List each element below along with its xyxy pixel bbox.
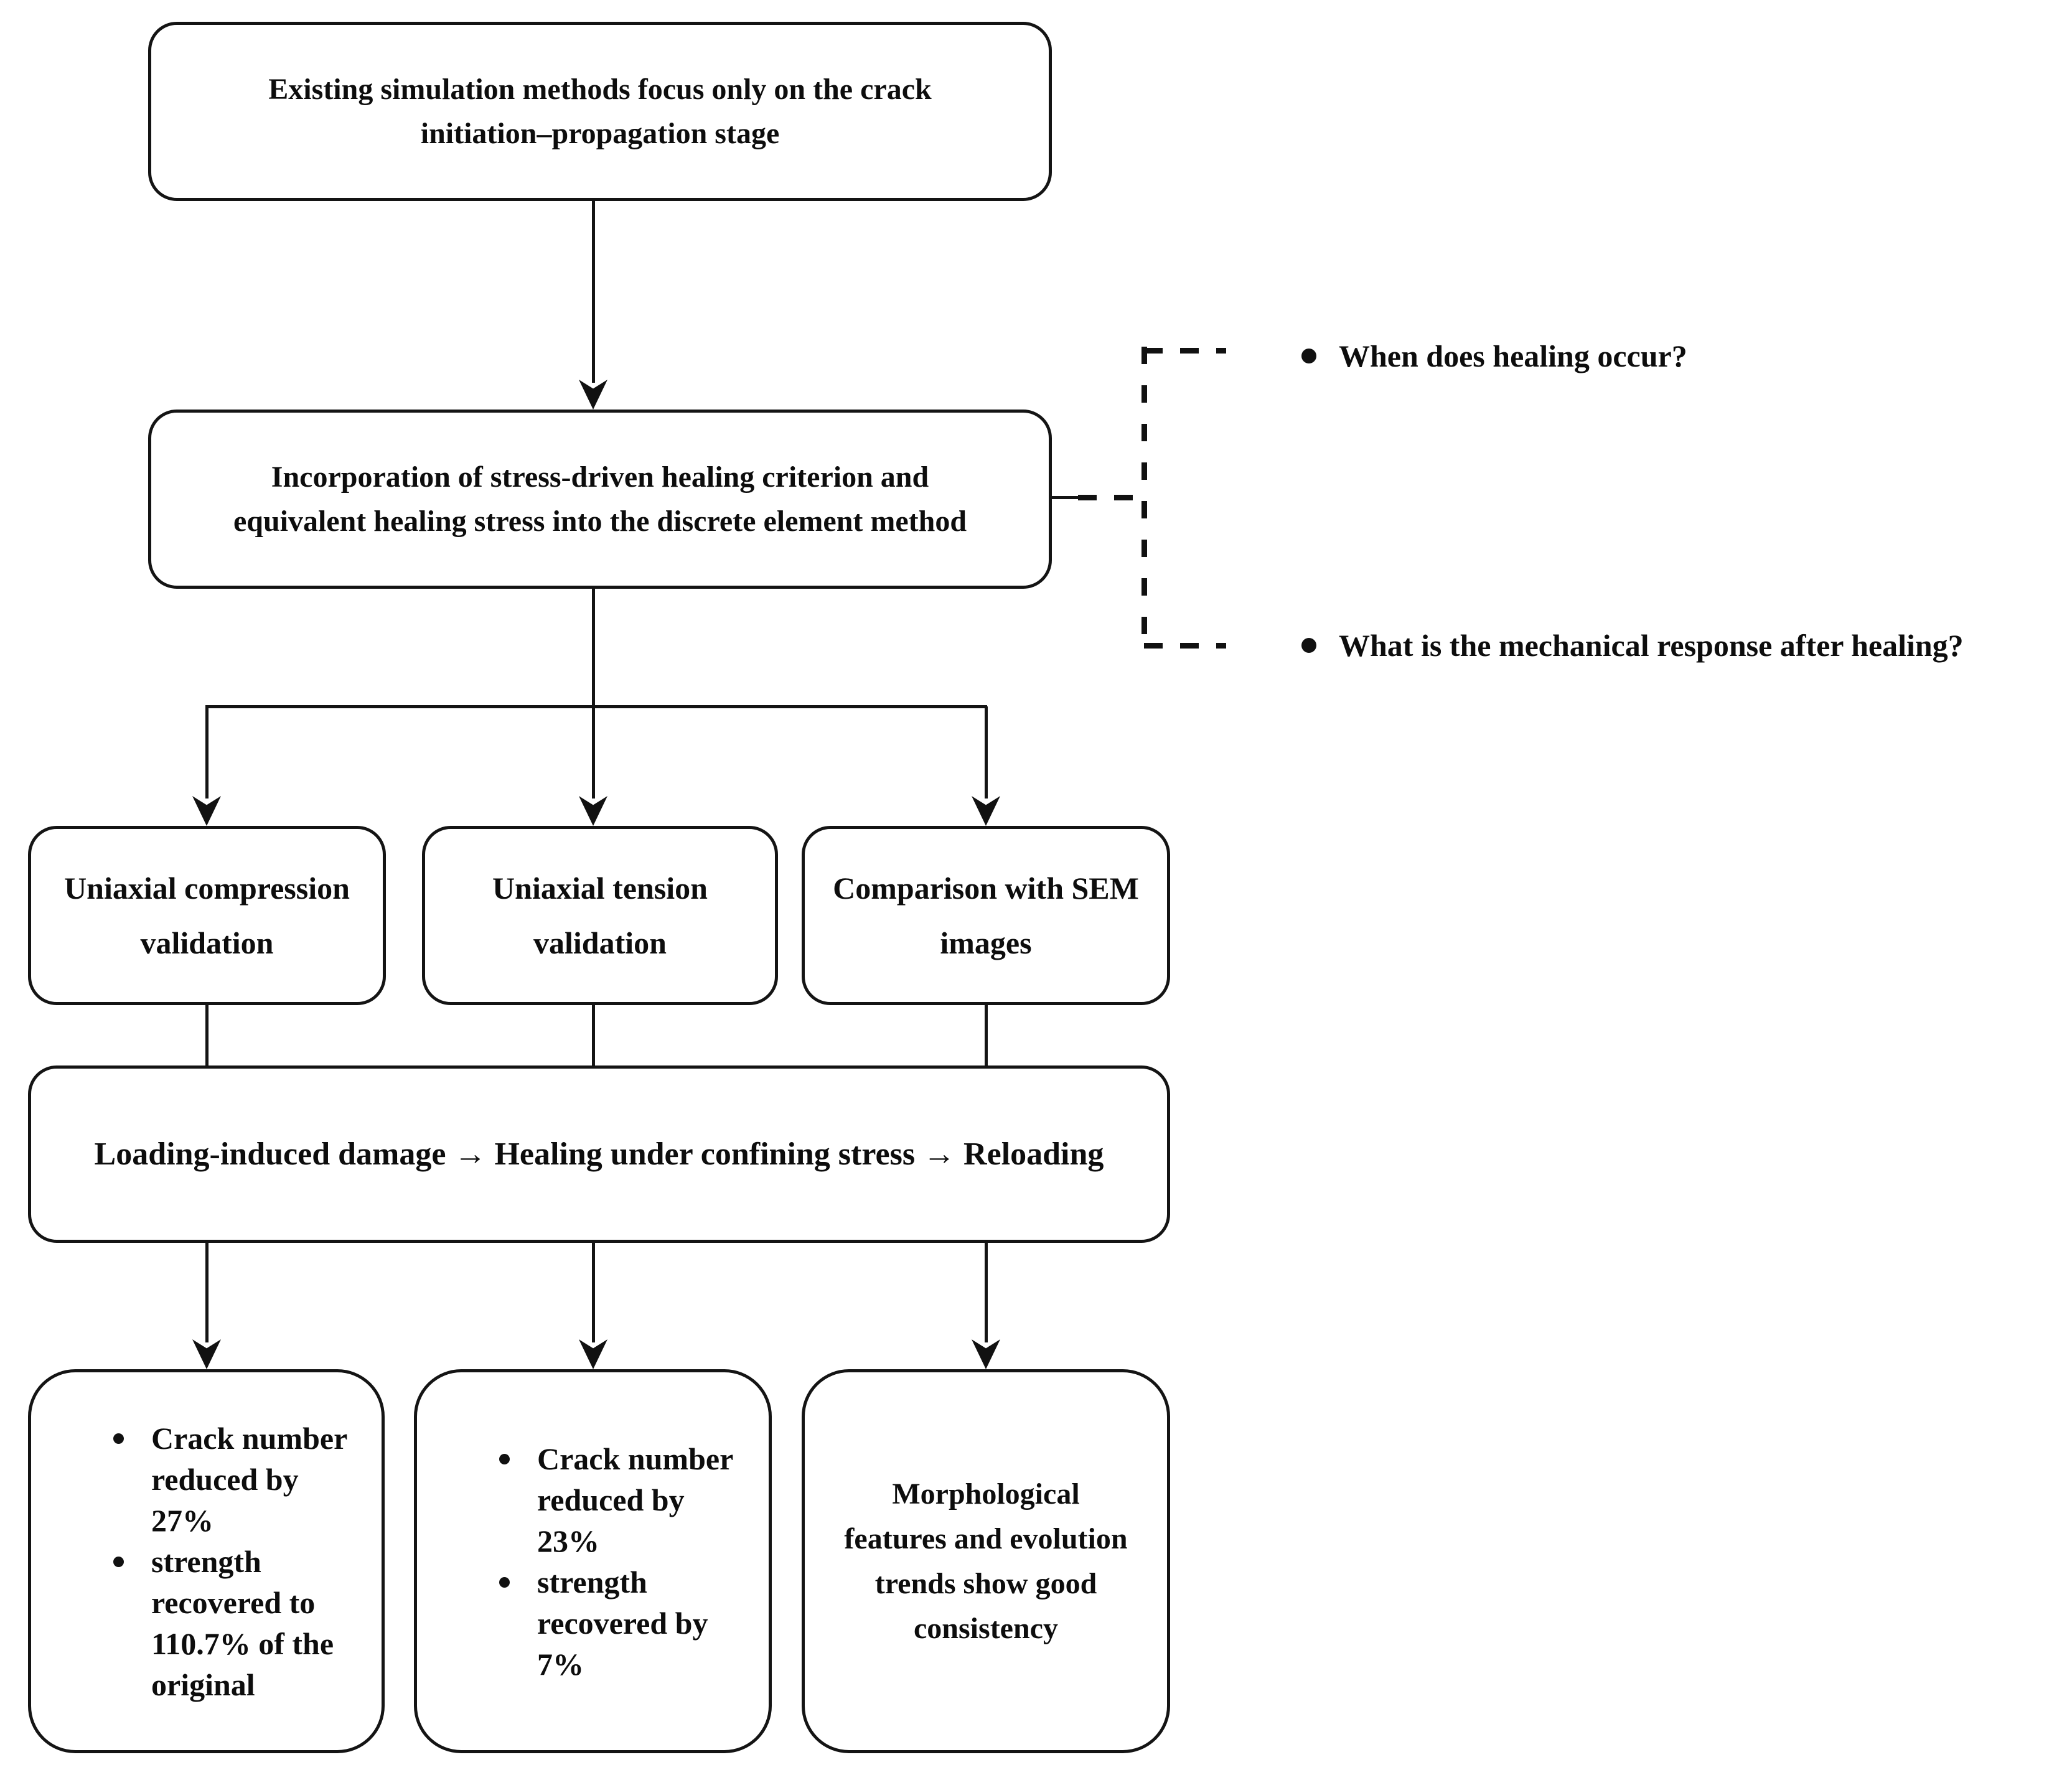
connector-tension-to-process <box>592 1005 595 1067</box>
node-text-line: validation <box>140 925 274 960</box>
bullet-text-line: recovered by <box>537 1605 708 1641</box>
bullet-text: strength recovered to 110.7% of the orig… <box>151 1541 334 1705</box>
bullet-text-line: strength <box>537 1564 647 1599</box>
bullet-text: strength recovered by 7% <box>537 1562 708 1685</box>
bullet-text: Crack number reduced by 27% <box>151 1418 347 1541</box>
node-text-line: Uniaxial tension <box>492 871 708 906</box>
dashed-connector-horizontal <box>1078 495 1144 500</box>
bullet-list: Crack number reduced by 23% strength rec… <box>417 1438 733 1685</box>
node-text: Incorporation of stress-driven healing c… <box>151 455 1049 543</box>
question-text: When does healing occur? <box>1339 339 1687 373</box>
node-text-line: trends show good <box>874 1567 1097 1600</box>
node-text-line: consistency <box>914 1611 1058 1645</box>
bullet-text-line: recovered to <box>151 1585 316 1620</box>
arrowhead-icon <box>192 796 221 826</box>
list-item: Crack number reduced by 27% <box>113 1418 347 1541</box>
dashed-bracket-top <box>1144 348 1226 354</box>
bullet-text-line: strength <box>151 1543 261 1579</box>
connector-existing-to-method <box>592 201 595 383</box>
node-text-line: features and evolution <box>844 1522 1128 1555</box>
node-result-sem-consistency: Morphological features and evolution tre… <box>802 1369 1170 1753</box>
node-text-line: initiation–propagation stage <box>420 117 780 150</box>
bullet-text-line: reduced by <box>151 1461 299 1497</box>
bullet-text-line: 27% <box>151 1502 213 1538</box>
connector-branch-to-tension <box>592 706 595 799</box>
node-sem-comparison: Comparison with SEM images <box>802 826 1170 1005</box>
node-text: Loading-induced damage → Healing under c… <box>31 1136 1167 1173</box>
bullet-dot-icon <box>113 1556 124 1567</box>
arrowhead-icon <box>579 796 607 826</box>
node-text: Morphological features and evolution tre… <box>805 1472 1167 1651</box>
bullet-text-line: 110.7% of the <box>151 1626 334 1661</box>
connector-process-to-result-sem <box>985 1243 988 1342</box>
bullet-list: Crack number reduced by 27% strength rec… <box>31 1418 347 1705</box>
branch-line <box>205 705 987 708</box>
dashed-bracket-bottom <box>1144 643 1226 649</box>
bullet-text-line: original <box>151 1667 255 1702</box>
node-uniaxial-compression-validation: Uniaxial compression validation <box>28 826 386 1005</box>
node-text: Existing simulation methods focus only o… <box>151 67 1049 156</box>
connector-branch-to-sem <box>985 706 988 799</box>
connector-compression-to-process <box>205 1005 209 1067</box>
bullet-dot-icon <box>499 1576 510 1588</box>
node-existing-simulation-methods: Existing simulation methods focus only o… <box>148 22 1052 201</box>
arrowhead-icon <box>972 1339 1000 1369</box>
connector-method-to-branch <box>592 589 595 706</box>
node-uniaxial-tension-validation: Uniaxial tension validation <box>422 826 778 1005</box>
node-text-line: Loading-induced damage → Healing under c… <box>94 1136 1104 1172</box>
question-text: What is the mechanical response after he… <box>1339 628 1964 663</box>
node-text-line: Comparison with SEM <box>833 871 1139 906</box>
node-text-line: validation <box>533 925 667 960</box>
bullet-text: Crack number reduced by 23% <box>537 1438 733 1562</box>
arrowhead-icon <box>579 380 607 410</box>
node-loading-healing-reloading-process: Loading-induced damage → Healing under c… <box>28 1065 1170 1243</box>
connector-branch-to-compression <box>205 706 209 799</box>
list-item: Crack number reduced by 23% <box>499 1438 733 1562</box>
arrowhead-icon <box>192 1339 221 1369</box>
question-mechanical-response: What is the mechanical response after he… <box>1301 627 1964 664</box>
bullet-dot-icon <box>499 1453 510 1464</box>
node-result-compression: Crack number reduced by 27% strength rec… <box>28 1369 385 1753</box>
node-text-line: images <box>940 925 1032 960</box>
bullet-dot-icon <box>1301 638 1316 653</box>
bullet-text-line: Crack number <box>151 1420 348 1456</box>
node-text-line: Uniaxial compression <box>64 871 350 906</box>
node-text-line: Incorporation of stress-driven healing c… <box>271 461 929 494</box>
node-text-line: equivalent healing stress into the discr… <box>233 505 967 538</box>
node-text: Uniaxial compression validation <box>31 861 383 970</box>
arrowhead-icon <box>579 1339 607 1369</box>
list-item: strength recovered by 7% <box>499 1562 708 1685</box>
bullet-text-line: Crack number <box>537 1441 734 1476</box>
question-when-healing-occurs: When does healing occur? <box>1301 337 1687 375</box>
connector-process-to-result-compression <box>205 1243 209 1342</box>
dashed-bracket-vertical <box>1141 347 1147 649</box>
node-text-line: Morphological <box>892 1477 1080 1510</box>
connector-process-to-result-tension <box>592 1243 595 1342</box>
bullet-dot-icon <box>113 1433 124 1444</box>
bullet-dot-icon <box>1301 349 1316 363</box>
list-item: strength recovered to 110.7% of the orig… <box>113 1541 334 1705</box>
dashed-connector-stub <box>1052 496 1078 499</box>
connector-sem-to-process <box>985 1005 988 1067</box>
node-result-tension: Crack number reduced by 23% strength rec… <box>414 1369 772 1753</box>
bullet-text-line: reduced by <box>537 1482 685 1517</box>
node-healing-method: Incorporation of stress-driven healing c… <box>148 410 1052 589</box>
bullet-text-line: 23% <box>537 1523 599 1558</box>
node-text: Uniaxial tension validation <box>425 861 775 970</box>
node-text: Comparison with SEM images <box>805 861 1167 970</box>
node-text-line: Existing simulation methods focus only o… <box>268 73 932 106</box>
bullet-text-line: 7% <box>537 1646 584 1682</box>
arrowhead-icon <box>972 796 1000 826</box>
